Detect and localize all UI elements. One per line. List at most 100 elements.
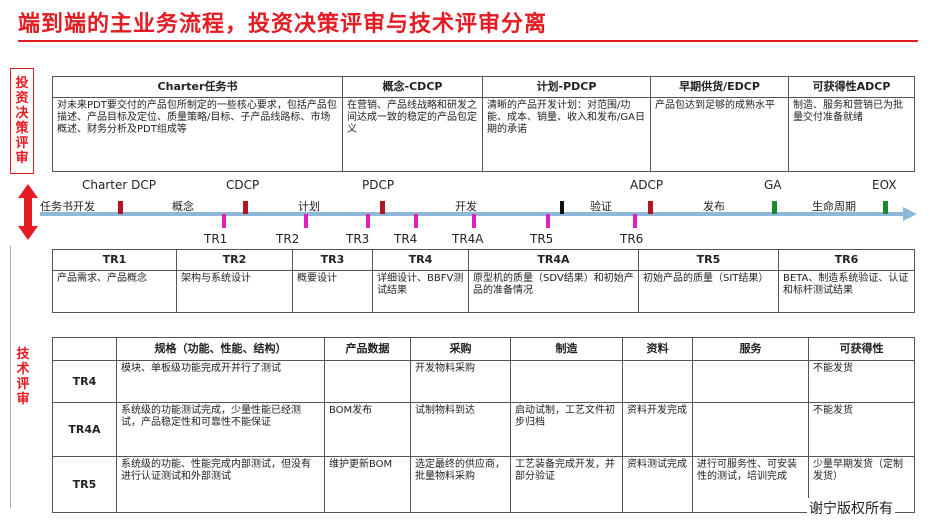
tr-marker [304,214,308,228]
tr-label: TR4 [394,232,418,246]
tr-marker [633,214,637,228]
table-row: TR4A 系统级的功能测试完成，少量性能已经测试，产品稳定性和可靠性不能保证 B… [52,402,915,457]
dcp-marker [648,201,653,214]
tech-cell [692,402,809,457]
dcp-marker [560,201,564,214]
tech-header: 服务 [692,337,809,361]
tech-cell: 不能发货 [808,360,915,403]
phase-label: 开发 [455,200,477,213]
tech-header [52,337,117,361]
phase-label: 任务书开发 [40,200,95,213]
inv-cell: 在营销、产品线战略和研发之间达成一致的稳定的产品包定义 [342,97,483,172]
tech-cell: 系统级的功能、性能完成内部测试，但没有进行认证测试和外部测试 [116,456,325,513]
tech-cell: 资料开发完成 [622,402,693,457]
ga-marker [772,201,777,214]
tech-header: 制造 [510,337,623,361]
tech-cell: 试制物料到达 [410,402,511,457]
tr-cell: 产品需求、产品概念 [52,270,177,313]
milestone-label: Charter DCP [82,178,156,192]
watermark-text: 谢宁版权所有 [807,498,895,518]
inv-cell: 制造、服务和营销已为批量交付准备就绪 [788,97,915,172]
tr-header: TR3 [292,249,373,271]
tech-cell: 模块、单板级功能完成开并行了测试 [116,360,325,403]
phase-label: 生命周期 [812,200,856,213]
title-underline [18,40,918,42]
tr-header: TR1 [52,249,177,271]
side-label-technical: 技术评审 [10,246,35,508]
milestone-label: GA [764,178,782,192]
inv-cell: 对未来PDT要交付的产品包所制定的一些核心要求，包括产品包描述、产品目标及定位、… [52,97,343,172]
side-label-investment: 投资决策评审 [10,68,34,174]
tech-cell: 进行可服务性、可安装性的测试，培训完成 [692,456,809,513]
tr-label: TR4A [452,232,484,246]
inv-header: 早期供货/EDCP [650,76,789,98]
tr-cell: 原型机的质量（SDV结果）和初始产品的准备情况 [468,270,639,313]
inv-header: 概念-CDCP [342,76,483,98]
tr-label: TR1 [204,232,228,246]
tech-cell: 选定最终的供应商，批量物料采购 [410,456,511,513]
dcp-marker [243,201,248,214]
tech-cell: 系统级的功能测试完成，少量性能已经测试，产品稳定性和可靠性不能保证 [116,402,325,457]
eox-marker [883,201,888,214]
tech-cell: 维护更新BOM [324,456,411,513]
tech-header: 规格（功能、性能、结构） [116,337,325,361]
row-label: TR4A [52,402,117,457]
tr-label: TR2 [276,232,300,246]
dcp-marker [118,201,123,214]
tr-header: TR6 [778,249,915,271]
inv-cell: 产品包达到足够的成熟水平 [650,97,789,172]
tr-marker [366,214,370,228]
tech-cell: BOM发布 [324,402,411,457]
row-label: TR5 [52,456,117,513]
tech-cell [510,360,623,403]
page-title: 端到端的主业务流程，投资决策评审与技术评审分离 [18,12,548,37]
inv-header: 计划-PDCP [482,76,651,98]
tr-review-table: TR1 TR2 TR3 TR4 TR4A TR5 TR6 产品需求、产品概念 架… [52,249,915,313]
milestone-label: EOX [872,178,897,192]
milestone-label: ADCP [630,178,664,192]
tech-header: 采购 [410,337,511,361]
investment-review-table: Charter任务书 概念-CDCP 计划-PDCP 早期供货/EDCP 可获得… [52,76,915,172]
tech-cell: 工艺装备完成开发，并部分验证 [510,456,623,513]
tr-marker [546,214,550,228]
tech-header: 产品数据 [324,337,411,361]
phase-label: 发布 [703,200,725,213]
tech-header: 资料 [622,337,693,361]
tech-cell [324,360,411,403]
table-row: TR4 模块、单板级功能完成开并行了测试 开发物料采购 不能发货 [52,360,915,403]
tr-label: TR3 [346,232,370,246]
tr-cell: BETA、制造系统验证、认证和标杆测试结果 [778,270,915,313]
technical-review-table: 规格（功能、性能、结构） 产品数据 采购 制造 资料 服务 可获得性 TR4 模… [52,337,915,513]
process-timeline: Charter DCP CDCP PDCP ADCP GA EOX 任务书开发 … [0,176,935,248]
tr-marker [414,214,418,228]
dcp-marker [380,201,385,214]
tr-cell: 概要设计 [292,270,373,313]
table-row: TR5 系统级的功能、性能完成内部测试，但没有进行认证测试和外部测试 维护更新B… [52,456,915,513]
tr-cell: 详细设计、BBFV测试结果 [372,270,469,313]
timeline-svg [18,184,917,240]
tr-cell: 初始产品的质量（SIT结果） [638,270,779,313]
tech-cell: 启动试制，工艺文件初步归档 [510,402,623,457]
tr-header: TR4 [372,249,469,271]
phase-label: 概念 [172,200,194,213]
tr-label: TR6 [620,232,644,246]
double-arrow-icon [18,184,38,240]
tr-label: TR5 [530,232,554,246]
row-label: TR4 [52,360,117,403]
milestone-label: CDCP [226,178,260,192]
tech-cell: 资料测试完成 [622,456,693,513]
tech-cell: 开发物料采购 [410,360,511,403]
tr-header: TR5 [638,249,779,271]
tr-header: TR2 [176,249,293,271]
tech-cell [692,360,809,403]
tech-cell [622,360,693,403]
tr-marker [472,214,476,228]
tech-header: 可获得性 [808,337,915,361]
inv-header: 可获得性ADCP [788,76,915,98]
timeline-arrowhead-icon [903,207,917,221]
tech-cell: 不能发货 [808,402,915,457]
inv-cell: 清晰的产品开发计划：对范围/功能、成本、销量、收入和发布/GA日期的承诺 [482,97,651,172]
tr-marker [222,214,226,228]
phase-label: 计划 [298,200,320,213]
phase-label: 验证 [590,200,612,213]
